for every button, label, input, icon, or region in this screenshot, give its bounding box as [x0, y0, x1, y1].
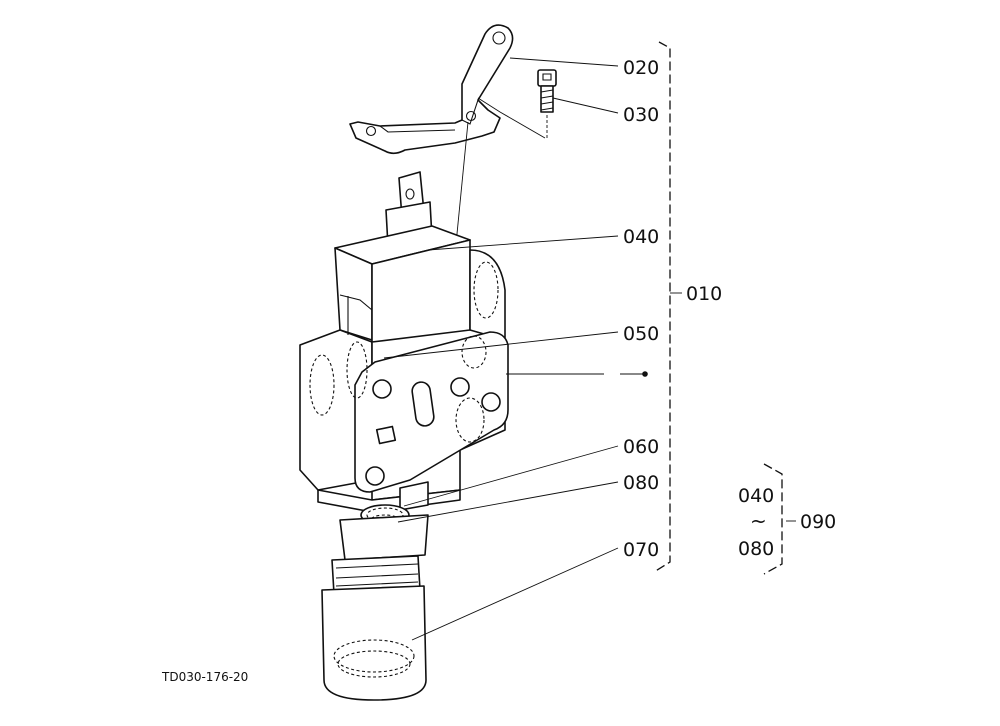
assembly-guide-line: [477, 97, 546, 139]
group-range-end: 080: [738, 538, 774, 560]
callout-label: 040: [623, 226, 659, 248]
callout-label: 070: [623, 539, 659, 561]
group-set-label: 090: [800, 511, 836, 533]
callout-label: 080: [623, 472, 659, 494]
bracket-part-020: [349, 24, 514, 155]
bracket-hole: [365, 125, 377, 137]
bolt-part-030: [537, 69, 557, 138]
set-bracket-090: [763, 463, 783, 575]
callout-label: 010: [686, 283, 722, 305]
bracket-hole: [492, 31, 506, 45]
group-range-start: 040: [738, 485, 774, 507]
assembly-guide-line: [455, 121, 469, 245]
drawing-code: TD030-176-20: [161, 670, 248, 684]
reference-dot: [642, 371, 648, 377]
leader-lines: [383, 57, 796, 641]
assembly-bracket-010: [653, 41, 671, 573]
callout-label: 030: [623, 104, 659, 126]
seal-and-fitting-060-080: [339, 504, 429, 561]
callout-label: 020: [623, 57, 659, 79]
callout-label: 060: [623, 436, 659, 458]
group-range-mark: ~: [750, 509, 767, 533]
valve-body: [299, 225, 509, 513]
plug-part-070: [321, 555, 427, 701]
callout-label: 050: [623, 323, 659, 345]
